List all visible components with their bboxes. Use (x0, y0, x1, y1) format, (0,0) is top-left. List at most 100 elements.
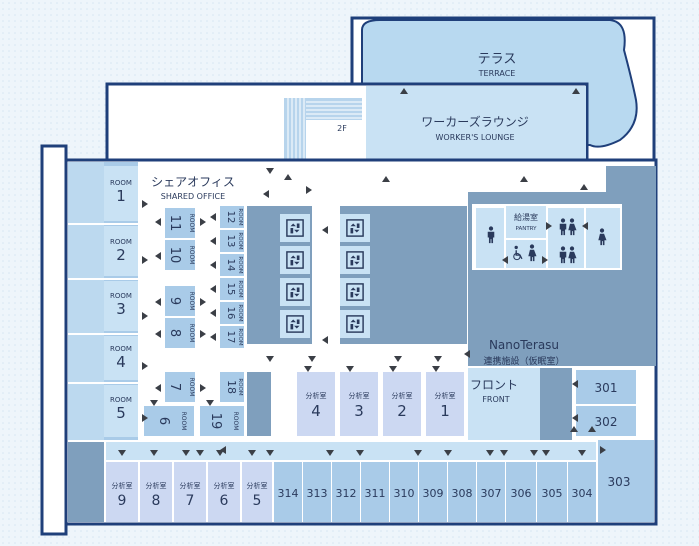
analysis-room-3[interactable] (340, 372, 378, 436)
analysis-word: 分析室 (392, 391, 413, 400)
room-9-number: 9 (167, 297, 182, 305)
room-12[interactable] (220, 206, 244, 228)
door-marker-icon (434, 356, 442, 362)
room-301[interactable] (576, 370, 636, 404)
door-marker-icon (394, 356, 402, 362)
analysis-room-4-number: 4 (311, 402, 321, 420)
analysis-room-8[interactable] (140, 462, 172, 522)
room-word: ROOM (110, 396, 132, 404)
analysis-room-1[interactable] (426, 372, 464, 436)
room-11[interactable] (165, 208, 195, 238)
staircase (284, 98, 362, 164)
analysis-word: 分析室 (349, 391, 370, 400)
room-10[interactable] (165, 240, 195, 270)
room-5-number: 5 (116, 404, 126, 422)
workers-lounge[interactable]: ワーカーズラウンジ WORKER'S LOUNGE (366, 86, 586, 166)
room-word: ROOM (188, 378, 195, 397)
door-marker-icon (520, 176, 528, 182)
room-13[interactable] (220, 230, 244, 252)
analysis-rooms-top: 分析室 4 分析室 3 分析室 2 分析室 1 (297, 372, 464, 436)
analysis-room-7[interactable] (174, 462, 206, 522)
room-310[interactable] (390, 462, 418, 522)
room-2[interactable] (104, 226, 138, 276)
room-313[interactable] (303, 462, 331, 522)
room-3[interactable] (104, 281, 138, 331)
analysis-room-2[interactable] (383, 372, 421, 436)
room-310-number: 310 (394, 487, 415, 500)
room-14[interactable] (220, 254, 244, 276)
door-marker-icon (118, 450, 126, 456)
door-marker-icon (389, 366, 397, 372)
door-marker-icon (206, 400, 214, 406)
room-word: ROOM (237, 208, 243, 225)
door-marker-icon (210, 333, 216, 341)
door-marker-icon (382, 176, 390, 182)
room-305[interactable] (537, 462, 567, 522)
door-marker-icon (210, 285, 216, 293)
door-marker-icon (432, 366, 440, 372)
room-8[interactable] (165, 318, 195, 348)
room-302[interactable] (576, 406, 636, 436)
analysis-word: 分析室 (214, 481, 235, 490)
door-marker-icon (578, 450, 586, 456)
door-marker-icon (322, 226, 328, 234)
room-306[interactable] (506, 462, 536, 522)
room-312[interactable] (332, 462, 360, 522)
bottom-corridor (106, 442, 596, 460)
analysis-room-6[interactable] (208, 462, 240, 522)
analysis-room-5[interactable] (242, 462, 272, 522)
room-word: ROOM (188, 246, 195, 265)
room-303-number: 303 (608, 475, 631, 489)
door-marker-icon (600, 446, 606, 454)
room-308[interactable] (448, 462, 476, 522)
analysis-room-4[interactable] (297, 372, 335, 436)
analysis-room-9[interactable] (106, 462, 138, 522)
room-307[interactable] (477, 462, 505, 522)
pantry-label-ja: 給湯室 (514, 212, 538, 222)
door-marker-icon (266, 356, 274, 362)
door-marker-icon (546, 222, 552, 230)
door-marker-icon (200, 298, 206, 306)
door-marker-icon (542, 450, 550, 456)
room-311[interactable] (361, 462, 389, 522)
room-303[interactable] (598, 440, 654, 522)
room-309[interactable] (419, 462, 447, 522)
room-307-number: 307 (481, 487, 502, 500)
room-word: ROOM (237, 378, 243, 395)
room-16[interactable] (220, 302, 244, 324)
room-6[interactable]: 6 ROOM (144, 406, 194, 436)
analysis-word: 分析室 (247, 481, 268, 490)
front-desk[interactable]: フロント FRONT (468, 368, 572, 440)
door-marker-icon (210, 213, 216, 221)
lounge-label-ja: ワーカーズラウンジ (421, 114, 528, 129)
bottom-rooms: 314 313 312 311 310 309 308 307 306 305 … (274, 462, 596, 522)
room-305-number: 305 (542, 487, 563, 500)
room-word: ROOM (188, 324, 195, 343)
door-marker-icon (356, 450, 364, 456)
analysis-word: 分析室 (435, 391, 456, 400)
room-19[interactable]: 19 ROOM (200, 406, 244, 436)
door-marker-icon (210, 261, 216, 269)
room-15[interactable] (220, 278, 244, 300)
room-17[interactable] (220, 326, 244, 348)
room-304[interactable] (568, 462, 596, 522)
door-marker-icon (306, 186, 312, 194)
room-7-number: 7 (167, 383, 182, 391)
room-4[interactable] (104, 336, 138, 380)
room-1-number: 1 (116, 187, 126, 205)
door-marker-icon (200, 218, 206, 226)
room-9[interactable] (165, 286, 195, 316)
room-1[interactable] (104, 166, 138, 221)
analysis-room-6-number: 6 (220, 493, 229, 509)
pantry[interactable] (506, 206, 546, 238)
room-314[interactable] (274, 462, 302, 522)
room-312-number: 312 (336, 487, 357, 500)
room-18[interactable]: 18 ROOM (220, 372, 244, 402)
room-5[interactable] (104, 385, 138, 437)
door-marker-icon (346, 366, 354, 372)
door-marker-icon (248, 450, 256, 456)
door-marker-icon (216, 450, 224, 456)
room-7[interactable] (165, 372, 195, 402)
door-marker-icon (155, 252, 161, 260)
door-marker-icon (444, 450, 452, 456)
